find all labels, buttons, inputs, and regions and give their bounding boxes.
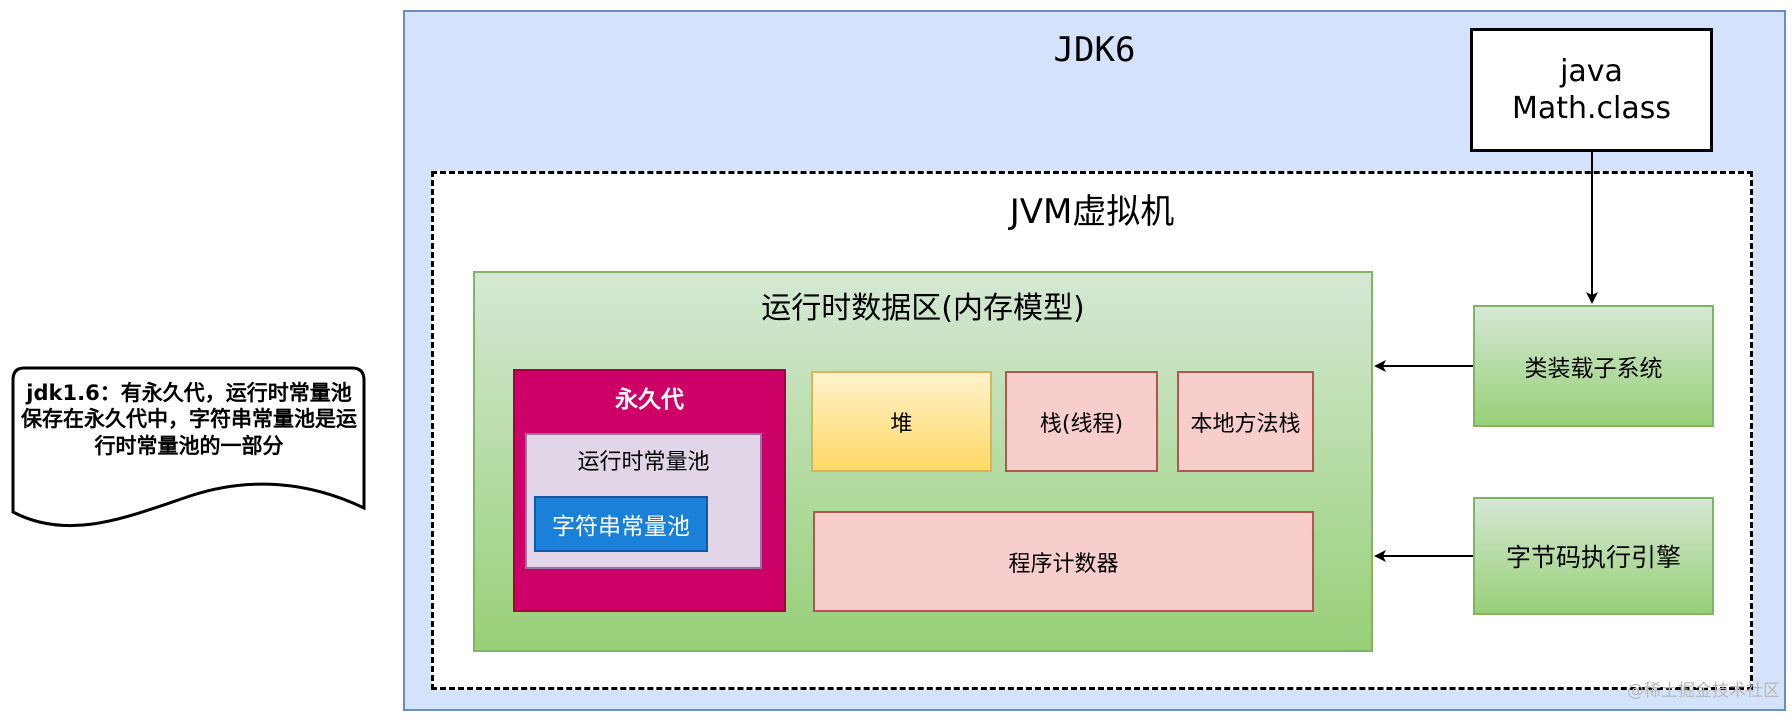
- jdk-title: JDK6: [1053, 30, 1136, 70]
- note-shape: [11, 366, 366, 528]
- runtime-constant-pool-title: 运行时常量池: [577, 450, 710, 475]
- execution-engine-box: 字节码执行引擎: [1473, 497, 1714, 615]
- jvm-title: JVM虚拟机: [1009, 191, 1175, 232]
- class-loader-box: 类装载子系统: [1473, 305, 1714, 427]
- watermark: @稀土掘金技术社区: [1627, 681, 1780, 701]
- math-class-line2: Math.class: [1511, 91, 1672, 126]
- stack-box: 栈(线程): [1005, 371, 1158, 472]
- math-class-line1: java: [1560, 53, 1623, 89]
- permanent-generation-title: 永久代: [615, 387, 684, 413]
- runtime-data-area-title: 运行时数据区(内存模型): [761, 291, 1085, 326]
- heap-box: 堆: [811, 371, 992, 472]
- note-text: jdk1.6：有永久代，运行时常量池保存在永久代中，字符串常量池是运行时常量池的…: [21, 381, 357, 458]
- program-counter-box: 程序计数器: [813, 511, 1314, 612]
- math-class-box: java Math.class: [1470, 28, 1713, 152]
- native-method-stack-box: 本地方法栈: [1177, 371, 1314, 472]
- string-constant-pool-box: 字符串常量池: [534, 496, 708, 552]
